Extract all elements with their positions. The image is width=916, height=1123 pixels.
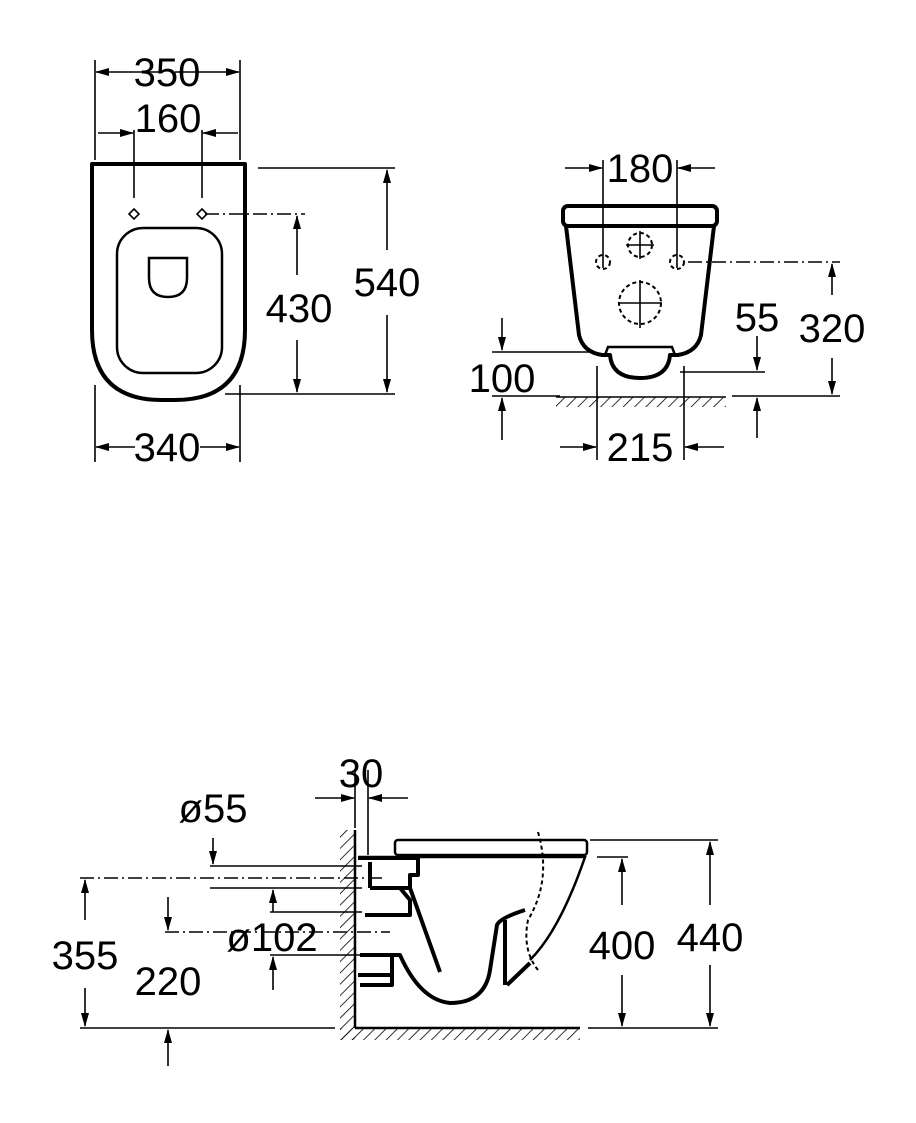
floor-hatch xyxy=(340,1028,580,1040)
trap-inner xyxy=(365,886,442,973)
fixing-hole-left xyxy=(127,207,141,221)
rear-top-bar xyxy=(561,204,719,228)
inlet-connector xyxy=(358,856,420,890)
bowl-outline xyxy=(358,855,587,961)
front-view: 350 160 540 430 340 xyxy=(90,51,421,470)
dim-outlet-height: 220 xyxy=(135,960,202,1004)
rear-view: 180 320 55 100 215 xyxy=(469,147,866,470)
lid-inner xyxy=(115,226,224,375)
dim-waste-offset: 55 xyxy=(735,296,780,340)
dim-bowl-height: 400 xyxy=(589,924,656,968)
seat-side xyxy=(393,838,589,857)
dim-floor-clearance: 100 xyxy=(469,357,536,401)
dim-fixing-spacing: 160 xyxy=(135,97,202,141)
floor-hatch-rear xyxy=(556,397,726,407)
dim-wall-gap: 30 xyxy=(339,752,384,796)
dim-overall-width: 350 xyxy=(134,51,201,95)
fixing-hole-right xyxy=(195,207,209,221)
dim-rear-fixing-spacing: 180 xyxy=(607,147,674,191)
trap-curve xyxy=(360,908,526,1005)
dim-base-width: 215 xyxy=(607,426,674,470)
dim-inlet-diameter: ø55 xyxy=(179,787,248,831)
fixing-point-left xyxy=(595,254,611,270)
seat-hinge-arc xyxy=(525,831,545,971)
dim-seat-height: 440 xyxy=(677,916,744,960)
wall-hatch xyxy=(340,830,355,1040)
dim-fixing-to-front: 430 xyxy=(266,287,333,331)
dim-bottom-width: 340 xyxy=(134,426,201,470)
bowl-opening xyxy=(147,256,189,299)
seat-outline xyxy=(90,162,247,402)
dim-overall-length: 540 xyxy=(354,261,421,305)
side-view: 30 ø55 ø102 355 220 400 440 xyxy=(52,752,744,1066)
dim-outlet-diameter: ø102 xyxy=(226,916,317,960)
dim-fixing-height: 320 xyxy=(799,307,866,351)
dim-inlet-height: 355 xyxy=(52,934,119,978)
fixing-point-right xyxy=(669,254,685,270)
